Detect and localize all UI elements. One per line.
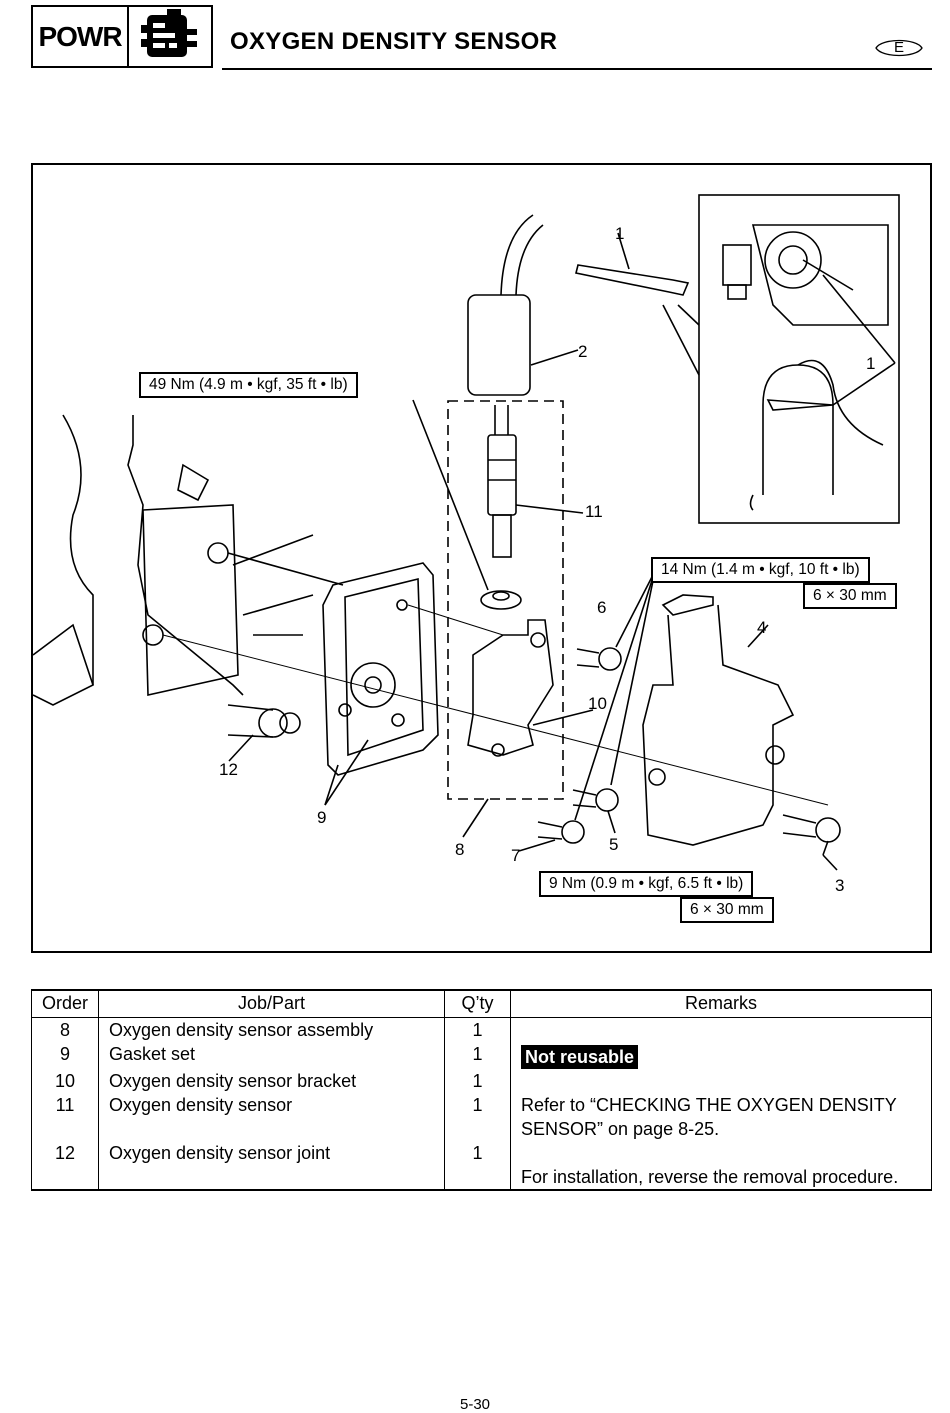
table-row: For installation, reverse the removal pr… xyxy=(30,1165,932,1191)
exploded-diagram: 49 Nm (4.9 m • kgf, 35 ft • lb) 14 Nm (1… xyxy=(31,163,932,953)
callout-7: 7 xyxy=(511,846,521,865)
language-badge: E xyxy=(872,36,926,60)
qty-cell: 1 xyxy=(444,1093,512,1141)
callout-1: 1 xyxy=(615,224,625,243)
part-cell: Gasket set xyxy=(98,1042,446,1069)
table-header-row: Order Job/Part Q’ty Remarks xyxy=(30,989,932,1018)
qty-cell: 1 xyxy=(444,1069,512,1093)
header-order: Order xyxy=(30,989,100,1018)
header-remarks: Remarks xyxy=(510,989,932,1018)
part-cell: Oxygen density sensor xyxy=(98,1093,446,1141)
bolt-6 xyxy=(576,647,622,671)
callout-3: 3 xyxy=(835,876,845,895)
bolt-size-14nm: 6 × 30 mm xyxy=(803,583,897,609)
callout-6: 6 xyxy=(597,598,607,617)
qty-cell: 1 xyxy=(444,1141,512,1165)
callout-12: 12 xyxy=(219,760,238,779)
order-cell xyxy=(30,1165,100,1191)
header-job-part: Job/Part xyxy=(98,989,446,1018)
qty-cell xyxy=(444,1165,512,1191)
engine-block-icon xyxy=(129,7,211,66)
part-cell: Oxygen density sensor assembly xyxy=(98,1017,446,1042)
callout-2: 2 xyxy=(578,342,588,361)
callout-5: 5 xyxy=(609,835,619,854)
torque-spec-14nm: 14 Nm (1.4 m • kgf, 10 ft • lb) xyxy=(651,557,870,583)
bolt-3 xyxy=(782,814,841,843)
torque-spec-49nm: 49 Nm (4.9 m • kgf, 35 ft • lb) xyxy=(139,372,358,398)
qty-cell: 1 xyxy=(444,1042,512,1069)
callout-4: 4 xyxy=(757,618,767,637)
table-row: 10 Oxygen density sensor bracket 1 xyxy=(30,1069,932,1093)
part-cell xyxy=(98,1165,446,1191)
order-cell: 12 xyxy=(30,1141,100,1165)
callout-1-inset: 1 xyxy=(866,354,876,373)
part-cell: Oxygen density sensor joint xyxy=(98,1141,446,1165)
callout-10: 10 xyxy=(588,694,607,713)
torque-spec-9nm: 9 Nm (0.9 m • kgf, 6.5 ft • lb) xyxy=(539,871,754,897)
section-header-box: POWR xyxy=(31,5,213,68)
order-cell: 10 xyxy=(30,1069,100,1093)
remarks-cell: For installation, reverse the removal pr… xyxy=(510,1165,932,1191)
page-title: OXYGEN DENSITY SENSOR xyxy=(230,28,558,55)
section-code: POWR xyxy=(33,7,129,66)
remarks-cell xyxy=(510,1017,932,1042)
order-cell: 8 xyxy=(30,1017,100,1042)
order-cell: 9 xyxy=(30,1042,100,1069)
table-row: 8 Oxygen density sensor assembly 1 xyxy=(30,1017,932,1042)
remarks-cell xyxy=(510,1141,932,1165)
table-row: 12 Oxygen density sensor joint 1 xyxy=(30,1141,932,1165)
callout-11: 11 xyxy=(585,502,603,521)
qty-cell: 1 xyxy=(444,1017,512,1042)
exploded-view-drawing xyxy=(33,194,900,871)
table-row: 11 Oxygen density sensor 1 Refer to “CHE… xyxy=(30,1093,932,1141)
remarks-cell: Not reusable xyxy=(510,1042,932,1069)
callout-9: 9 xyxy=(317,808,327,827)
remarks-cell: Refer to “CHECKING THE OXYGEN DENSITY SE… xyxy=(510,1093,932,1141)
order-cell: 11 xyxy=(30,1093,100,1141)
table-row: 9 Gasket set 1 Not reusable xyxy=(30,1042,932,1069)
inset-detail-frame xyxy=(698,194,900,524)
callout-8: 8 xyxy=(455,840,465,859)
title-underline xyxy=(222,68,932,70)
part-cell: Oxygen density sensor bracket xyxy=(98,1069,446,1093)
language-letter: E xyxy=(893,39,904,56)
page-number: 5-30 xyxy=(459,1396,491,1413)
remarks-cell xyxy=(510,1069,932,1093)
header-qty: Q’ty xyxy=(444,989,512,1018)
not-reusable-badge: Not reusable xyxy=(521,1045,639,1069)
parts-table: Order Job/Part Q’ty Remarks 8 Oxygen den… xyxy=(30,989,932,1191)
bolt-size-9nm: 6 × 30 mm xyxy=(680,897,774,923)
bolt-7 xyxy=(518,820,585,852)
